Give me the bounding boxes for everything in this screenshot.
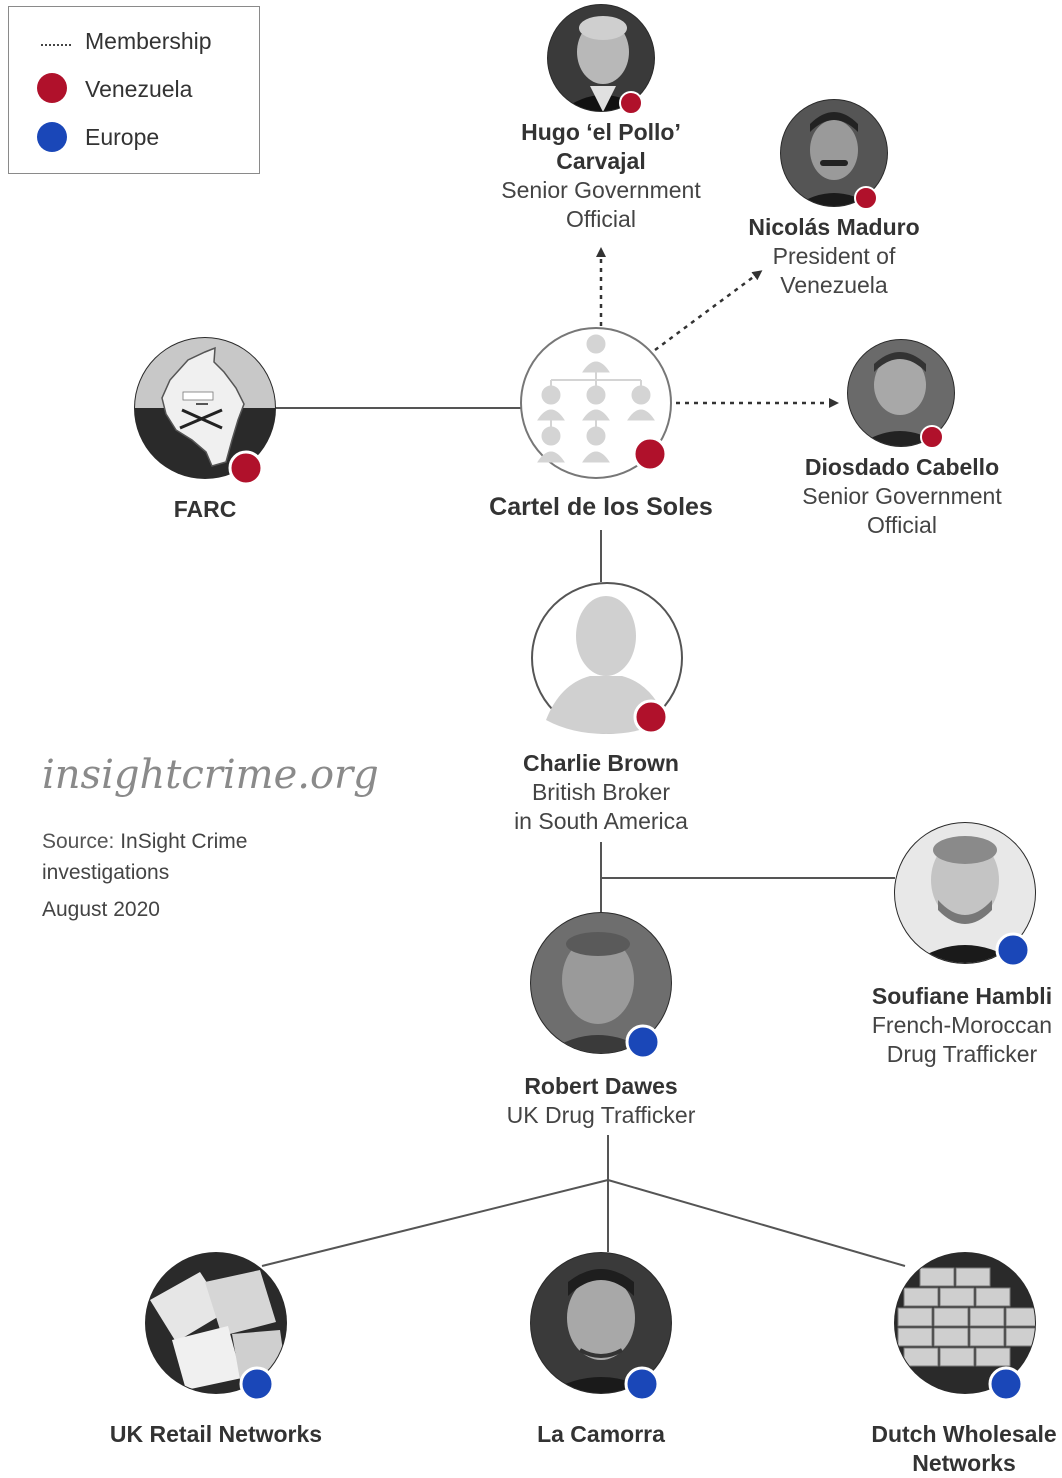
node-cabello[interactable] [845, 335, 965, 455]
venezuela-badge [228, 450, 264, 486]
node-camorra[interactable] [526, 1250, 676, 1402]
dawes-role: UK Drug Trafficker [506, 1102, 696, 1128]
source-text: InSight Crime [120, 830, 248, 853]
legend-europe-label: Europe [85, 124, 160, 150]
cartel-name: Cartel de los Soles [489, 493, 713, 521]
cabello-name: Diosdado Cabello [804, 454, 1000, 480]
maduro-name: Nicolás Maduro [748, 214, 920, 240]
carvajal-name-line1: Hugo ‘el Pollo’ [521, 119, 681, 145]
hambli-role-line1: French-Moroccan [871, 1012, 1053, 1038]
cabello-photo [848, 340, 954, 446]
dawes-name: Robert Dawes [524, 1073, 678, 1099]
node-dawes[interactable] [526, 910, 676, 1060]
carvajal-name-line2: Carvajal [556, 148, 646, 174]
node-carvajal[interactable] [540, 0, 670, 120]
label-dutch: Dutch Wholesale Networks [866, 1420, 1062, 1478]
cabello-role-line1: Senior Government [802, 483, 1002, 509]
membership-dotted-line-icon [41, 44, 71, 46]
legend-venezuela-label: Venezuela [85, 76, 193, 102]
venezuela-badge [619, 91, 643, 115]
source-prefix: Source: [42, 830, 115, 853]
brown-name: Charlie Brown [523, 750, 679, 776]
node-uk-retail[interactable] [141, 1250, 291, 1402]
venezuela-badge [632, 436, 668, 472]
node-hambli[interactable] [890, 820, 1040, 972]
hambli-role-line2: Drug Trafficker [886, 1041, 1038, 1067]
drug-bricks-photo [895, 1253, 1035, 1393]
venezuela-badge [854, 186, 878, 210]
label-hambli: Soufiane Hambli French-Moroccan Drug Tra… [862, 982, 1062, 1069]
europe-dot-icon [37, 122, 67, 152]
europe-badge [239, 1366, 275, 1402]
label-camorra: La Camorra [500, 1420, 702, 1449]
dutch-name-line2: Networks [912, 1450, 1016, 1476]
farc-name: FARC [173, 496, 237, 522]
venezuela-dot-icon [37, 73, 67, 103]
uk-retail-name: UK Retail Networks [109, 1421, 323, 1447]
europe-badge [988, 1366, 1024, 1402]
node-cartel[interactable] [520, 327, 672, 479]
node-maduro[interactable] [775, 95, 895, 215]
label-cabello: Diosdado Cabello Senior Government Offic… [772, 453, 1032, 540]
hambli-photo [895, 823, 1035, 963]
maduro-role-line1: President of [772, 243, 896, 269]
dutch-name-line1: Dutch Wholesale [871, 1421, 1057, 1447]
europe-badge [624, 1366, 660, 1402]
org-chart-icon [537, 334, 655, 463]
carvajal-role-line2: Official [566, 206, 636, 232]
label-dawes: Robert Dawes UK Drug Trafficker [470, 1072, 732, 1130]
label-uk-retail: UK Retail Networks [86, 1420, 346, 1449]
camorra-name: La Camorra [537, 1421, 665, 1447]
label-brown: Charlie Brown British Broker in South Am… [480, 749, 722, 836]
brown-role-line1: British Broker [531, 779, 671, 805]
legend: Membership Venezuela Europe [8, 6, 260, 174]
node-farc[interactable] [130, 335, 280, 488]
label-cartel: Cartel de los Soles [450, 493, 752, 522]
label-farc: FARC [105, 495, 305, 524]
label-carvajal: Hugo ‘el Pollo’ Carvajal Senior Governme… [470, 118, 732, 234]
maduro-role-line2: Venezuela [780, 272, 888, 298]
brown-role-line2: in South America [514, 808, 688, 834]
node-dutch[interactable] [890, 1250, 1040, 1402]
venezuela-badge [920, 425, 944, 449]
source-note: Source: InSight Crime investigations [42, 826, 247, 888]
site-logo-text: insightcrime.org [42, 752, 379, 798]
europe-badge [625, 1024, 661, 1060]
legend-membership-label: Membership [85, 28, 212, 54]
venezuela-badge [633, 699, 669, 735]
carvajal-role-line1: Senior Government [501, 177, 701, 203]
edge-dawes-networks [261, 1135, 906, 1267]
source-text-2: investigations [42, 861, 170, 884]
cabello-role-line2: Official [867, 512, 937, 538]
hambli-name: Soufiane Hambli [871, 983, 1053, 1009]
label-maduro: Nicolás Maduro President of Venezuela [714, 213, 954, 300]
europe-badge [995, 932, 1031, 968]
publication-date: August 2020 [42, 898, 160, 921]
edge-cartel-maduro [654, 270, 763, 352]
carvajal-photo [548, 5, 654, 111]
node-brown[interactable] [531, 582, 683, 735]
